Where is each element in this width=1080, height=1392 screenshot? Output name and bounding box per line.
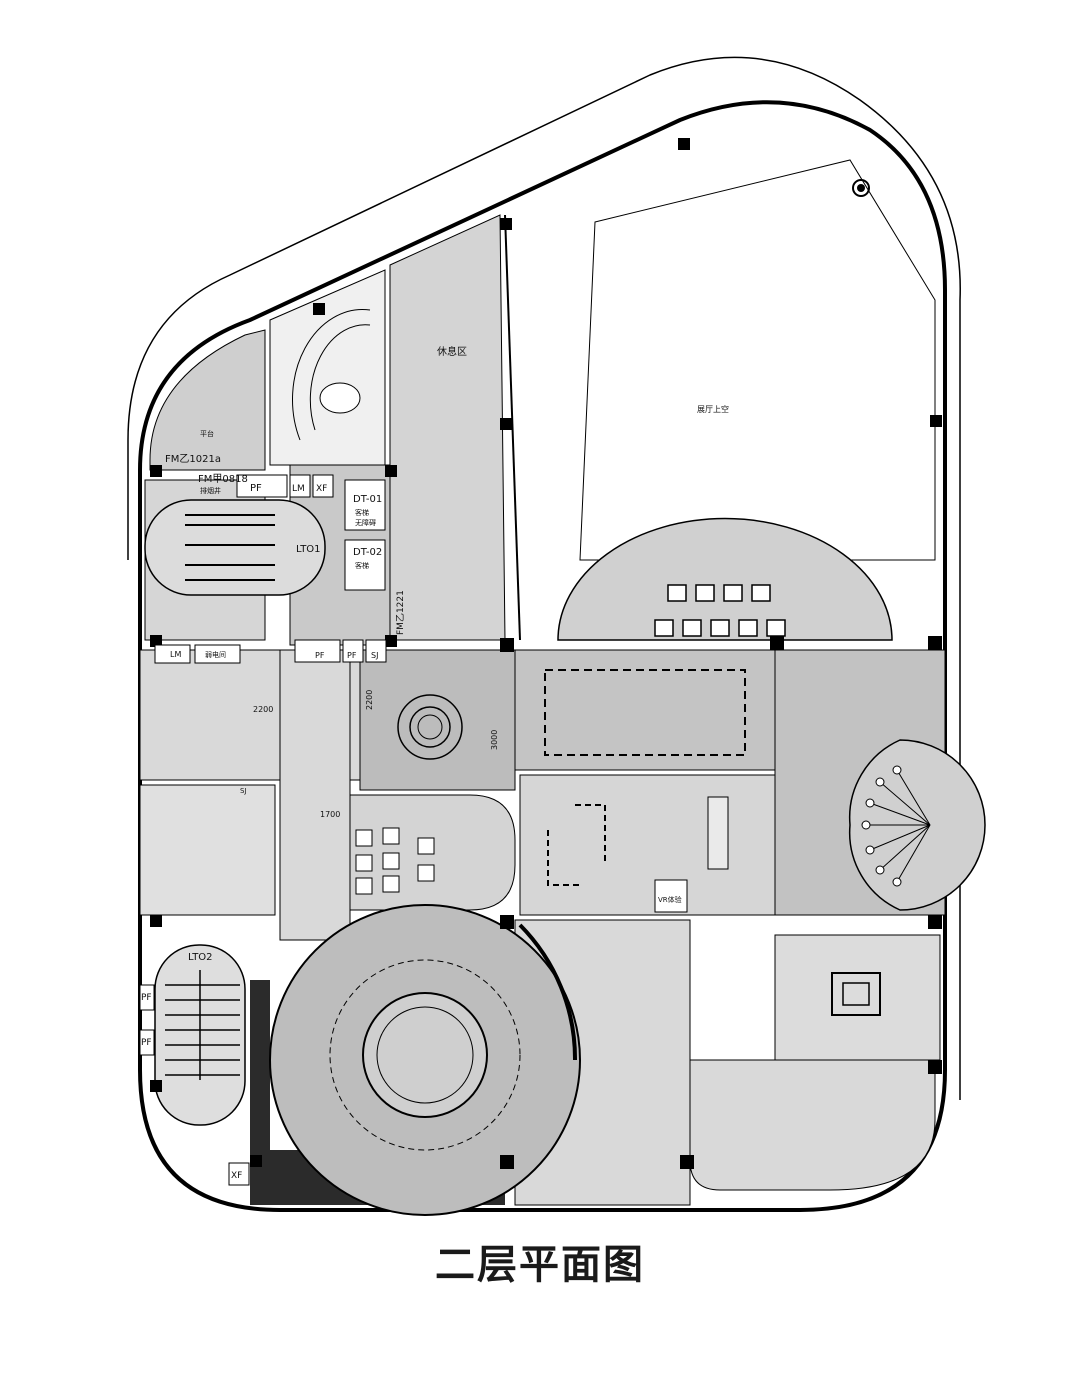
exhibit-dashed-l bbox=[547, 804, 606, 886]
label-elevator-2: 客梯 bbox=[355, 561, 369, 570]
label-vr-room: VR体验 bbox=[658, 895, 682, 904]
service-boxes bbox=[139, 474, 688, 1186]
circular-hall bbox=[269, 904, 581, 1216]
label-dim-1700: 1700 bbox=[320, 810, 340, 819]
drawing-caption: 二层平面图 bbox=[435, 1242, 645, 1288]
terrace-feature-inner bbox=[842, 982, 870, 1006]
label-fire-door-3: FM乙1221 bbox=[395, 590, 406, 635]
room-exhibit-mid bbox=[519, 774, 776, 916]
stair-lto1 bbox=[144, 499, 326, 596]
label-lm-west: LM bbox=[170, 650, 181, 659]
label-lto1: LTO1 bbox=[296, 544, 321, 555]
label-weak-room: 弱电间 bbox=[205, 650, 226, 659]
spiral-stair-lines bbox=[292, 309, 371, 441]
lounge-round-feature bbox=[397, 694, 463, 760]
exhibit-display-bar bbox=[707, 796, 729, 870]
fan-room bbox=[848, 739, 986, 911]
room-north-west-corner bbox=[149, 329, 266, 471]
label-fire-door-2-sub: 排烟井 bbox=[200, 486, 221, 495]
auditorium-dome bbox=[557, 517, 893, 641]
stair-treads-lto2 bbox=[165, 970, 240, 1080]
room-exhibit-north bbox=[514, 649, 776, 771]
label-pf-west-2: PF bbox=[141, 1038, 152, 1048]
label-dt02: DT-02 bbox=[353, 547, 382, 558]
label-pf-mid-2: PF bbox=[347, 651, 357, 660]
terrace-feature bbox=[831, 972, 881, 1016]
room-rest-area bbox=[389, 214, 506, 641]
label-elevator-1: 客梯 bbox=[355, 508, 369, 517]
room-center-lounge bbox=[359, 649, 516, 791]
label-elevator-1-sub: 无障碍 bbox=[355, 518, 376, 527]
label-xf-bottom: XF bbox=[231, 1171, 242, 1181]
label-lto2: LTO2 bbox=[188, 952, 213, 963]
label-sj-restroom: SJ bbox=[240, 787, 247, 795]
label-pf-west-1: PF bbox=[141, 993, 152, 1003]
label-dim-2200-h: 2200 bbox=[253, 705, 273, 714]
room-south-west-dark bbox=[250, 980, 270, 1205]
label-sj-mid: SJ bbox=[371, 651, 378, 660]
label-upper-void: 展厅上空 bbox=[697, 404, 729, 414]
label-dim-2200-v: 2200 bbox=[365, 690, 374, 710]
label-xf-top: XF bbox=[316, 484, 327, 494]
auditorium-seats bbox=[654, 584, 786, 637]
void-inner-outline bbox=[579, 159, 936, 561]
room-terrace bbox=[774, 934, 941, 1061]
roof-outline bbox=[127, 56, 961, 1100]
stair-treads-lto1 bbox=[185, 514, 275, 581]
label-lm-top: LM bbox=[292, 484, 305, 494]
columns bbox=[150, 138, 942, 1169]
exhibit-dashed-line bbox=[544, 669, 746, 756]
label-fire-door-2: FM甲0818 bbox=[198, 474, 248, 485]
label-rest-area: 休息区 bbox=[437, 345, 467, 358]
label-pf-mid: PF bbox=[315, 651, 325, 660]
room-spiral-stair bbox=[269, 269, 386, 466]
column-round bbox=[852, 179, 870, 197]
label-fire-door-1: FM乙1021a bbox=[165, 453, 221, 465]
room-restrooms bbox=[139, 784, 276, 916]
room-corridor-strip bbox=[279, 649, 351, 941]
room-south-east bbox=[689, 1059, 936, 1191]
floor-plan: 休息区 展厅上空 FM乙1021a FM甲0818 排烟井 PF LM XF D… bbox=[127, 56, 986, 1216]
label-terrace-nw: 平台 bbox=[200, 429, 214, 438]
void-boundary bbox=[504, 214, 521, 641]
label-dt01: DT-01 bbox=[353, 494, 382, 505]
label-pf-top: PF bbox=[250, 483, 262, 494]
label-dim-3000: 3000 bbox=[490, 730, 499, 750]
seating-chairs bbox=[355, 827, 435, 895]
